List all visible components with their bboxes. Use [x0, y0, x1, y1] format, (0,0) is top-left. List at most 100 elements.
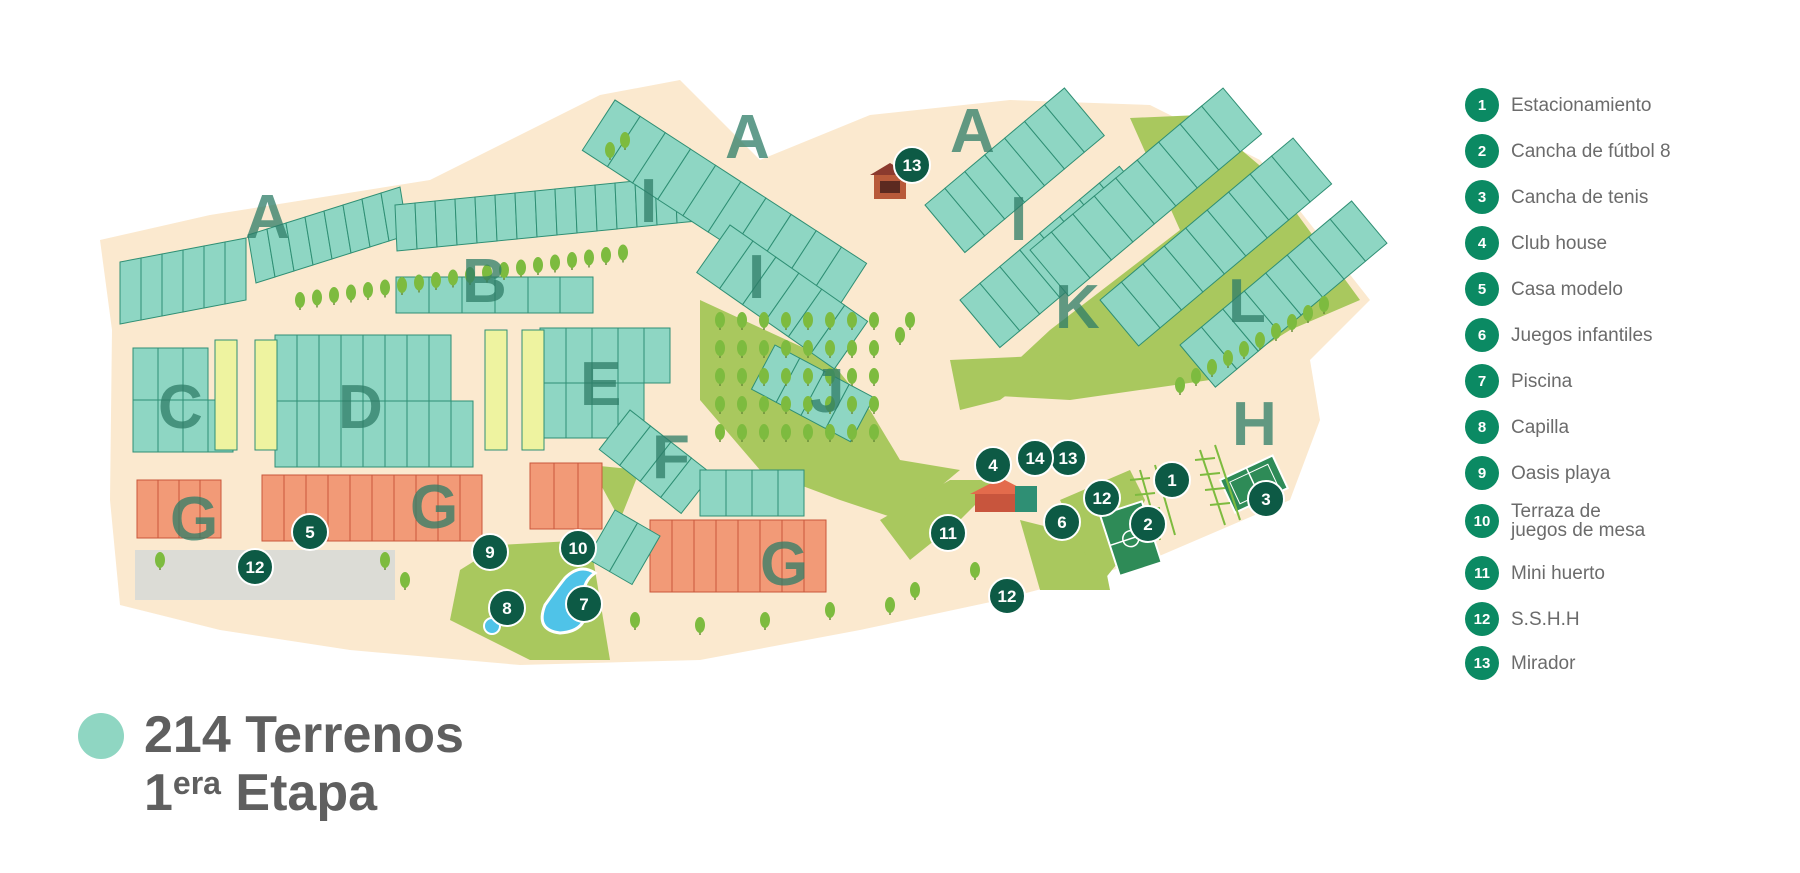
legend-label: Terraza de juegos de mesa — [1511, 501, 1646, 541]
tree-icon — [825, 396, 835, 414]
lot-strip — [924, 87, 1105, 254]
amenity-marker-13[interactable]: 13 — [1049, 439, 1087, 477]
parking-lines — [1129, 444, 1241, 541]
lot — [161, 249, 184, 317]
legend-number: 11 — [1465, 556, 1499, 590]
lot — [406, 334, 430, 402]
legend-number: 5 — [1465, 272, 1499, 306]
lot — [534, 188, 558, 238]
svg-text:3: 3 — [1261, 490, 1270, 509]
amenity-marker-12[interactable]: 12 — [236, 548, 274, 586]
lot — [274, 334, 298, 402]
tree-icon — [895, 327, 905, 345]
tree-icon — [1319, 296, 1329, 314]
tree-icon — [630, 612, 640, 630]
lot — [577, 462, 603, 530]
amenity-marker-5[interactable]: 5 — [291, 513, 329, 551]
tree-icon — [737, 424, 747, 442]
amenity-marker-12[interactable]: 12 — [988, 577, 1026, 615]
amenity-marker-1[interactable]: 1 — [1153, 461, 1191, 499]
svg-text:12: 12 — [246, 558, 265, 577]
svg-text:13: 13 — [1059, 449, 1078, 468]
lot — [614, 180, 638, 230]
tree-icon — [715, 368, 725, 386]
lot-strip — [598, 409, 713, 515]
tree-icon — [759, 396, 769, 414]
block-letter-a: A — [245, 183, 290, 252]
lots-count: 214 Terrenos — [144, 706, 464, 764]
tree-icon — [363, 282, 373, 300]
lot — [529, 462, 555, 530]
svg-text:13: 13 — [903, 156, 922, 175]
amenity-marker-4[interactable]: 4 — [974, 446, 1012, 484]
lot — [296, 334, 320, 402]
lot — [559, 276, 594, 314]
lot-strip — [696, 224, 869, 370]
lot — [428, 334, 452, 402]
tree-icon — [620, 132, 630, 150]
lot — [617, 327, 645, 384]
tree-icon — [1191, 368, 1201, 386]
lot — [203, 241, 226, 309]
tree-icon — [847, 312, 857, 330]
lot — [725, 469, 753, 517]
tree-icon — [759, 368, 769, 386]
amenity-marker-11[interactable]: 11 — [929, 514, 967, 552]
amenity-marker-14[interactable]: 14 — [1016, 439, 1054, 477]
block-letter-c: C — [158, 373, 203, 442]
legend-item-3: 3 Cancha de tenis — [1465, 180, 1648, 214]
tree-icon — [499, 262, 509, 280]
tree-icon — [803, 396, 813, 414]
amenity-marker-9[interactable]: 9 — [471, 533, 509, 571]
lot — [274, 400, 298, 468]
svg-text:5: 5 — [305, 523, 314, 542]
legend-label: Cancha de fútbol 8 — [1511, 140, 1671, 162]
tree-icon — [329, 287, 339, 305]
tree-icon — [737, 368, 747, 386]
lot — [182, 245, 205, 313]
block-letter-h: H — [1232, 390, 1277, 459]
tree-icon — [1255, 332, 1265, 350]
tree-icon — [516, 259, 526, 278]
legend-label: Cancha de tenis — [1511, 186, 1649, 208]
amenity-marker-7[interactable]: 7 — [565, 585, 603, 623]
amenity-marker-10[interactable]: 10 — [559, 529, 597, 567]
lot — [574, 184, 598, 234]
tree-icon — [1175, 377, 1185, 395]
tree-icon — [869, 396, 879, 414]
amenity-marker-6[interactable]: 6 — [1043, 503, 1081, 541]
tree-icon — [760, 612, 770, 630]
tree-icon — [759, 340, 769, 358]
amenity-marker-2[interactable]: 2 — [1129, 505, 1167, 543]
tree-icon — [1271, 323, 1281, 341]
tree-icon — [618, 244, 628, 263]
amenity-marker-8[interactable]: 8 — [488, 589, 526, 627]
amenity-marker-13[interactable]: 13 — [893, 146, 931, 184]
tree-icon — [1207, 359, 1217, 377]
tree-icon — [431, 272, 441, 290]
block-letter-a: A — [725, 103, 770, 172]
tree-icon — [1303, 305, 1313, 323]
legend-number: 2 — [1465, 134, 1499, 168]
lot — [527, 276, 562, 314]
legend-number: 3 — [1465, 180, 1499, 214]
lot — [1200, 87, 1263, 153]
lot — [214, 339, 238, 451]
lot — [554, 186, 578, 236]
amenity-marker-12[interactable]: 12 — [1083, 479, 1121, 517]
tree-icon — [533, 257, 543, 275]
legend-number: 9 — [1465, 456, 1499, 490]
lot — [1043, 87, 1105, 153]
tree-icon — [155, 552, 165, 570]
lot — [406, 400, 430, 468]
lot — [254, 339, 278, 451]
tree-icon — [715, 340, 725, 358]
stage-superscript: era — [172, 765, 221, 801]
amenity-marker-3[interactable]: 3 — [1247, 480, 1285, 518]
lot — [715, 519, 739, 593]
tree-icon — [847, 368, 857, 386]
